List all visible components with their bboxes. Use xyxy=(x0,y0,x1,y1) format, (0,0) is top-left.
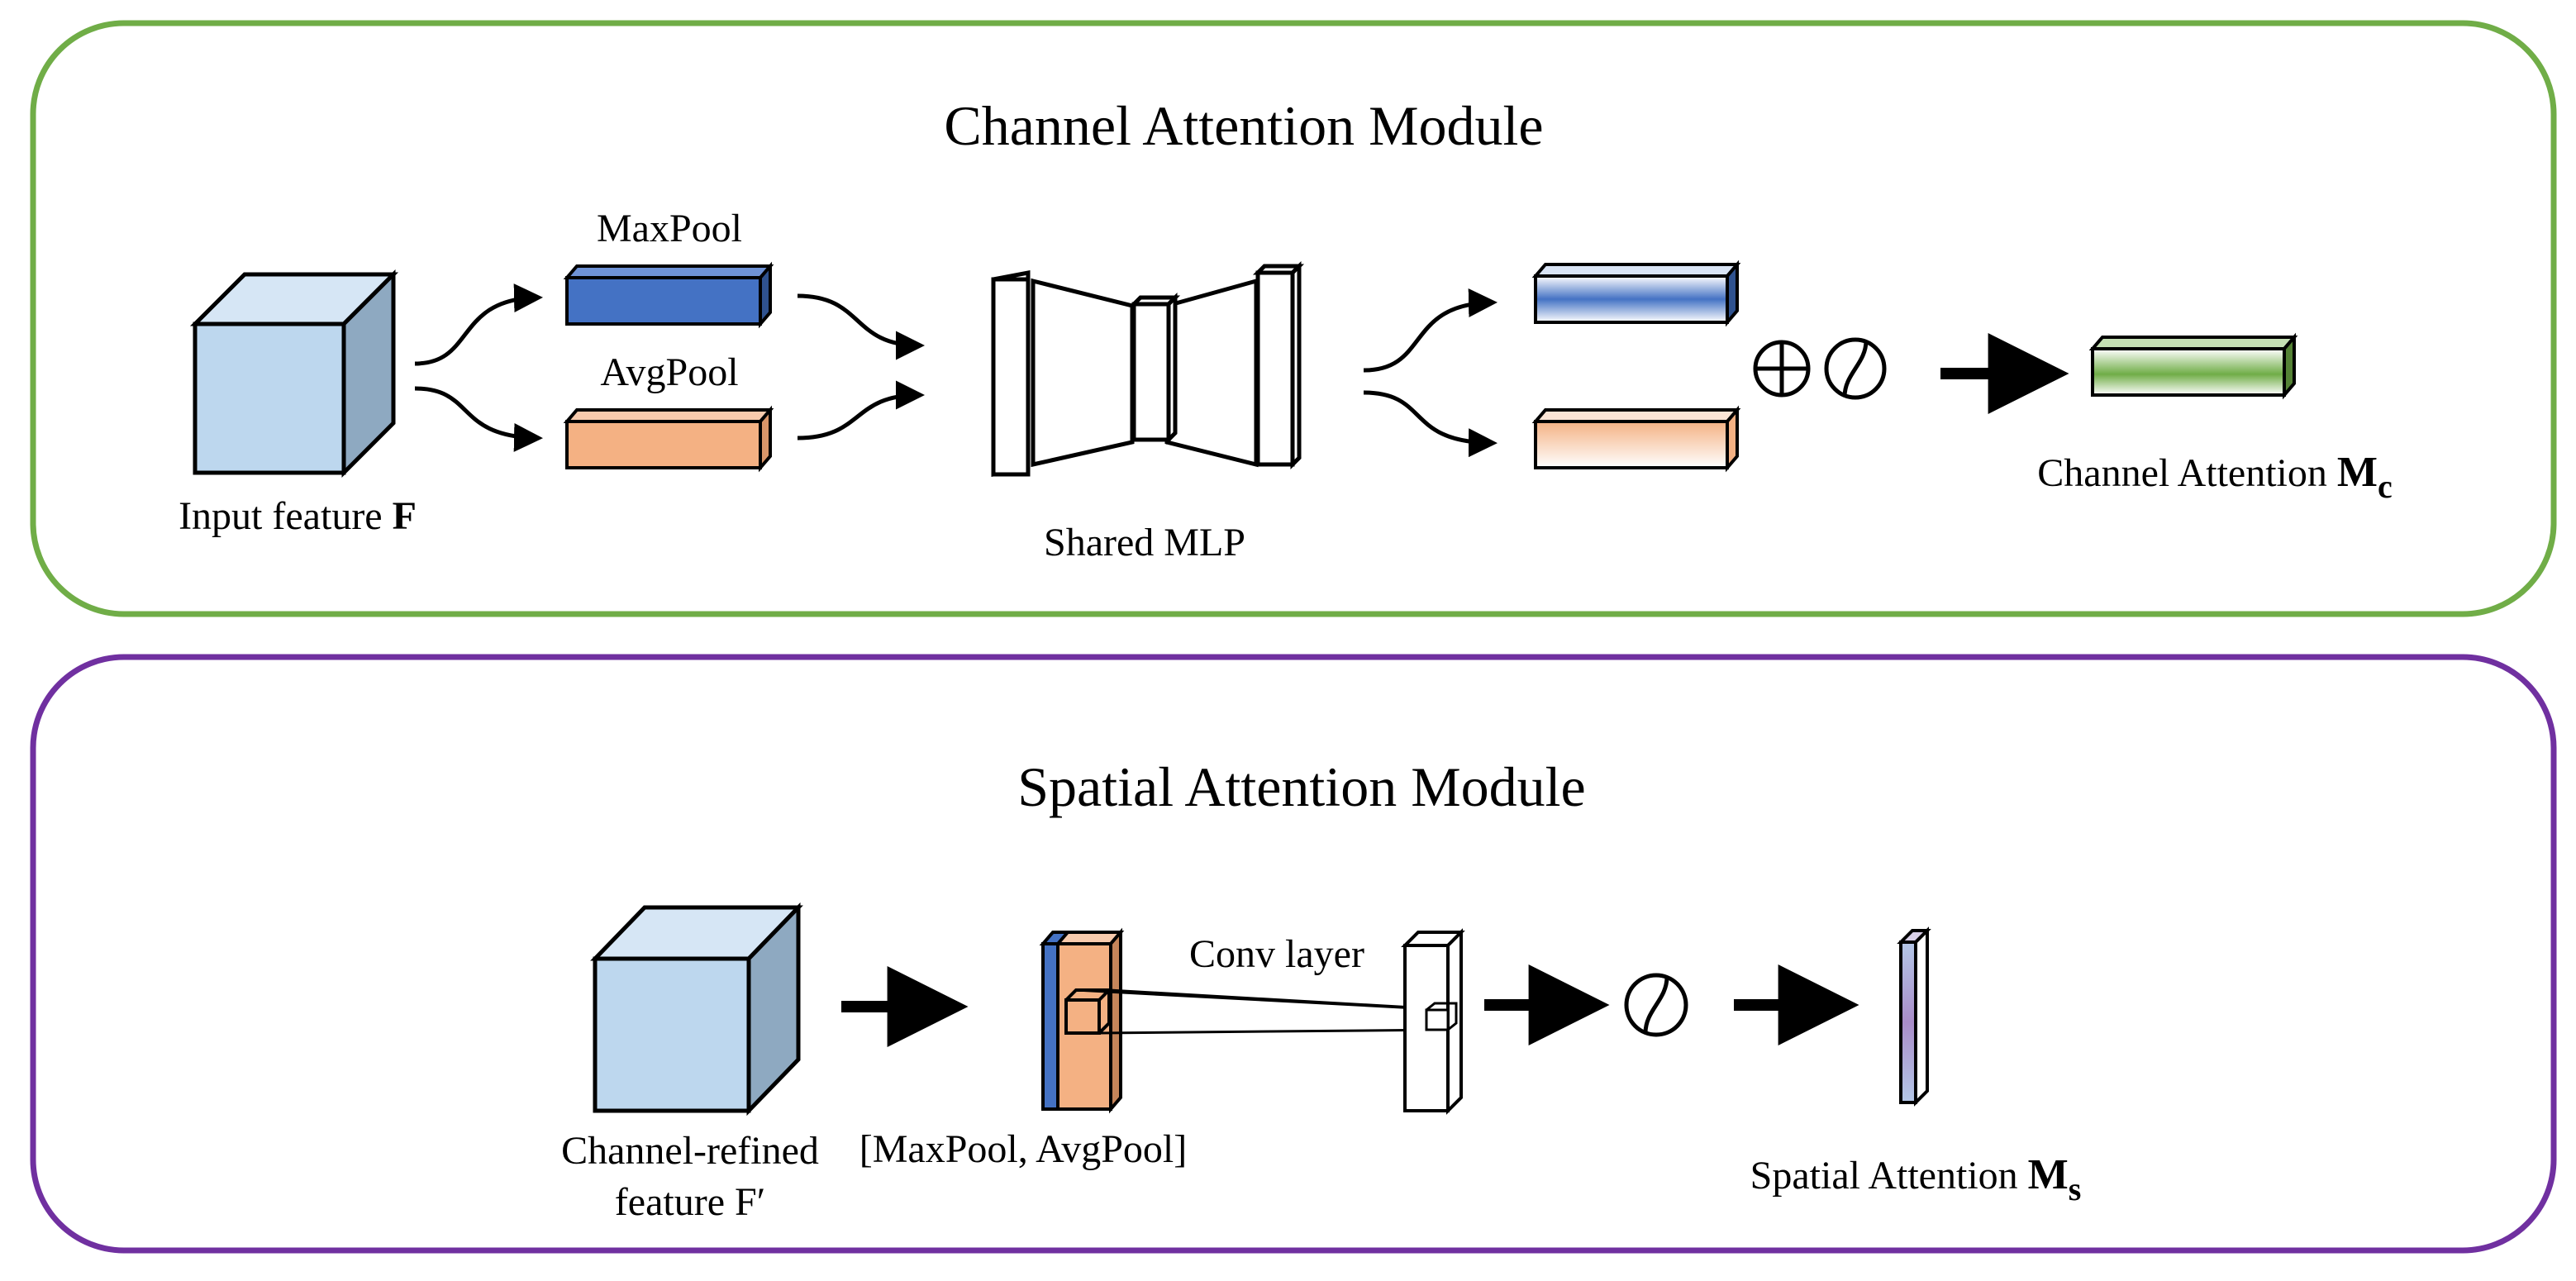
concat-pool-label: [MaxPool, AvgPool] xyxy=(859,1127,1187,1171)
conv-output-map xyxy=(1401,928,1465,1115)
arrow-avgpool-to-mlp xyxy=(797,380,925,440)
channel-refined-label-line2: feature F′ xyxy=(615,1180,765,1224)
spatial-module-border xyxy=(30,654,2557,1254)
arrow-mlp-to-avg-output xyxy=(1363,390,1498,458)
channel-module-title: Channel Attention Module xyxy=(944,94,1543,157)
maxpool-bar xyxy=(563,261,774,329)
channel-module-border xyxy=(30,20,2557,617)
channel-refined-label-line1: Channel-refined xyxy=(561,1129,819,1173)
channel-attention-label: Channel Attention Mc xyxy=(2037,449,2392,505)
channel-attention-module: Channel Attention Module Input feature F… xyxy=(30,20,2557,617)
arrow-cube-to-avgpool xyxy=(414,386,543,452)
conv-projection-lines xyxy=(1075,988,1457,1035)
pooled-feature-maps xyxy=(1039,927,1125,1114)
spatial-attention-map xyxy=(1897,926,1931,1107)
input-feature-label: Input feature F xyxy=(179,494,417,538)
mlp-output-avg-bar xyxy=(1531,405,1741,473)
shared-mlp xyxy=(991,260,1305,478)
channel-refined-feature-cube xyxy=(590,902,803,1117)
channel-attention-bar xyxy=(2088,332,2298,400)
arrow-maxpool-to-mlp xyxy=(797,293,925,360)
spatial-attention-label: Spatial Attention Ms xyxy=(1750,1151,2082,1207)
input-feature-cube xyxy=(189,269,399,479)
avgpool-bar xyxy=(563,405,774,473)
arrow-cube-to-maxpool xyxy=(414,283,543,366)
arrow-mlp-to-max-output xyxy=(1363,288,1498,373)
spatial-sigmoid-icon xyxy=(1624,973,1688,1037)
avgpool-label: AvgPool xyxy=(600,350,738,394)
element-wise-sum-icon xyxy=(1753,340,1811,398)
shared-mlp-label: Shared MLP xyxy=(1044,521,1245,564)
sigmoid-icon xyxy=(1824,337,1887,400)
maxpool-label: MaxPool xyxy=(597,207,742,250)
mlp-output-max-bar xyxy=(1531,260,1741,327)
spatial-attention-module: Spatial Attention Module Channel-refined… xyxy=(30,654,2557,1254)
conv-layer-label: Conv layer xyxy=(1189,932,1364,976)
spatial-module-title: Spatial Attention Module xyxy=(1017,755,1586,818)
